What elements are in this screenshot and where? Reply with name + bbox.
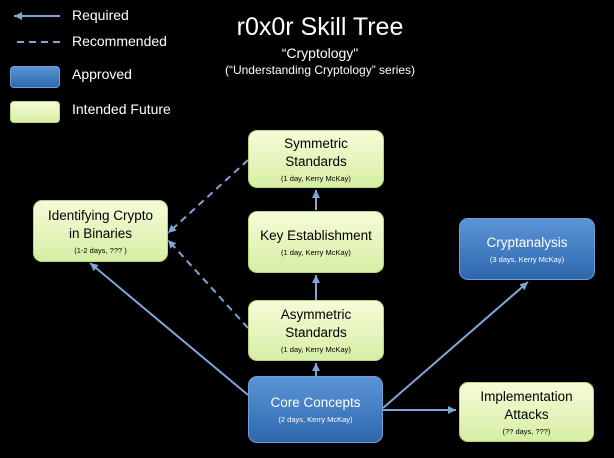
node-title-line1: Implementation (480, 388, 573, 404)
title-block: r0x0r Skill Tree “Cryptology" (“Understa… (200, 12, 440, 78)
node-meta: (3 days, Kerry McKay) (489, 254, 565, 264)
node-title-line2: Attacks (504, 406, 549, 422)
node-title-line1: Identifying Crypto (47, 207, 154, 223)
legend-future-swatch (10, 101, 60, 123)
node-title-line2: Standards (285, 325, 347, 340)
legend-approved-swatch (10, 66, 60, 88)
page-subtitle: “Cryptology" (281, 45, 359, 61)
node-meta: (1-2 days, ??? ) (74, 245, 127, 255)
node-meta: (1 day, Kerry McKay) (281, 173, 351, 183)
node-identifying-crypto: Identifying Crypto in Binaries (1-2 days… (33, 200, 168, 262)
edge-core-to-cryptanalysis (382, 281, 529, 409)
node-key-establishment: Key Establishment (1 day, Kerry McKay) (248, 211, 384, 273)
legend-future-label: Intended Future (72, 101, 171, 117)
node-meta: (?? days, ???) (502, 426, 551, 436)
page-title: r0x0r Skill Tree (236, 13, 404, 41)
edge-asymmetric-to-identifying (167, 239, 249, 329)
node-title: Key Establishment (260, 227, 372, 243)
node-title-line1: Asymmetric (280, 307, 352, 322)
edge-core-to-identifying (89, 262, 249, 396)
series-label: (“Understanding Cryptology” series) (224, 63, 416, 77)
node-implementation-attacks: Implementation Attacks (?? days, ???) (459, 382, 594, 442)
edge-symmetric-to-identifying (167, 159, 249, 234)
legend-recommended-label: Recommended (72, 33, 167, 49)
legend-required-label: Required (72, 7, 129, 23)
node-meta: (1 day, Kerry McKay) (281, 345, 351, 354)
node-meta: (2 days, Kerry McKay) (278, 415, 353, 424)
node-asymmetric-standards: Asymmetric Standards (1 day, Kerry McKay… (248, 300, 384, 361)
node-meta: (1 day, Kerry McKay) (281, 247, 351, 257)
node-core-concepts: Core Concepts (2 days, Kerry McKay) (248, 376, 383, 443)
node-title-line1: Symmetric (284, 135, 348, 151)
node-symmetric-standards: Symmetric Standards (1 day, Kerry McKay) (248, 130, 384, 188)
node-title: Cryptanalysis (486, 234, 568, 250)
node-title-line2: in Binaries (68, 225, 133, 241)
node-cryptanalysis: Cryptanalysis (3 days, Kerry McKay) (459, 218, 595, 280)
node-title: Core Concepts (270, 395, 361, 410)
legend-approved-label: Approved (72, 66, 132, 82)
node-title-line2: Standards (285, 153, 347, 169)
